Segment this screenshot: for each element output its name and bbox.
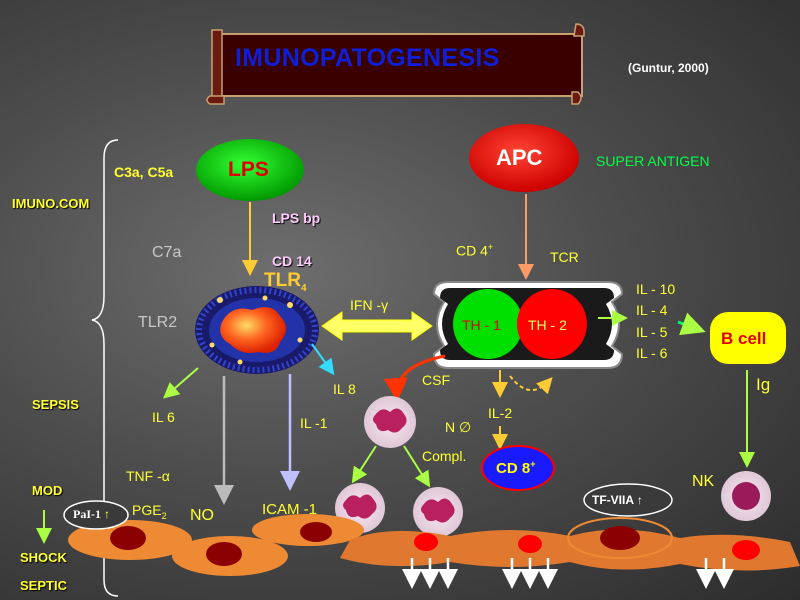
complement-c3a-c5a-label: C3a, C5a — [114, 164, 174, 180]
ig-label: Ig — [756, 375, 771, 394]
pai-oval — [63, 500, 129, 530]
mod-label: MOD — [32, 483, 63, 498]
pge2-text: PGE — [132, 502, 162, 518]
arrow-macrophage-to-il6 — [162, 367, 199, 399]
pge2-subscript: 2 — [161, 510, 167, 521]
th2-node — [517, 289, 587, 359]
ifn-double-arrow — [321, 311, 433, 341]
cd8-node — [481, 445, 555, 491]
cd4-label: CD 4+ — [456, 243, 493, 258]
tlr4-label: TLR4 — [264, 271, 307, 294]
tcr-label: TCR — [550, 249, 579, 265]
tlr2-label: TLR2 — [138, 314, 178, 331]
cd8-text: CD 8 — [496, 460, 531, 477]
page-title: IMUNOPATOGENESIS — [235, 44, 500, 72]
title-banner-scroll — [206, 23, 585, 105]
cd4-text: CD 4 — [456, 242, 488, 259]
curved-arrow-th-feedback — [509, 375, 553, 395]
il6-label: IL 6 — [152, 409, 175, 425]
macrophage-cell — [195, 286, 319, 374]
csf-label: CSF — [422, 372, 450, 388]
lps-bp-label: LPS bp — [272, 210, 321, 226]
il2-label: IL-2 — [488, 405, 513, 421]
citation: (Guntur, 2000) — [628, 61, 709, 75]
apc-label: APC — [496, 145, 543, 170]
c7a-label: C7a — [152, 244, 182, 261]
cd4-superscript: + — [487, 242, 494, 252]
pge2-label: PGE2 — [132, 503, 167, 521]
bcell-node — [710, 312, 786, 364]
th1-node — [453, 289, 523, 359]
compl-label: Compl. — [422, 448, 467, 464]
curved-arrow-csf — [383, 354, 446, 402]
il6-right-label: IL - 6 — [636, 345, 668, 361]
sepsis-brace — [91, 139, 119, 597]
shock-label: SHOCK — [20, 550, 67, 565]
lps-node — [196, 139, 304, 201]
pai1-arrow: ↑ — [104, 507, 110, 521]
il10-label: IL - 10 — [636, 281, 676, 297]
down-arrows-group — [402, 558, 734, 589]
nk-label: NK — [692, 473, 715, 490]
tnf-alpha-label: TNF -α — [126, 468, 170, 484]
septic-label: SEPTIC — [20, 578, 67, 593]
tf-viia-label: TF-VIIA ↑ — [592, 493, 643, 507]
apc-node — [469, 124, 579, 192]
pai1-text: PaI-1 — [73, 507, 101, 521]
il4-label: IL - 4 — [636, 302, 668, 318]
pai1-label: PaI-1 ↑ — [73, 508, 110, 520]
icam-label: ICAM -1 — [262, 501, 318, 518]
bcell-label: B cell — [721, 329, 767, 348]
il1-label: IL -1 — [300, 415, 328, 431]
il5-label: IL - 5 — [636, 324, 668, 340]
arrow-interleukins-to-bcell — [677, 312, 706, 336]
tf-oval — [583, 483, 673, 517]
arrow-neutrophil-to-left — [351, 445, 377, 484]
ifn-gamma-label: IFN -γ — [350, 297, 389, 313]
endothelium-layer — [68, 514, 800, 576]
th1-label: TH - 1 — [462, 317, 501, 333]
lps-label: LPS — [228, 158, 269, 181]
tlr4-text: TLR — [264, 270, 301, 291]
n-null-label: N ∅ — [445, 419, 472, 435]
imuno-label: IMUNO.COM — [12, 196, 90, 211]
th2-label: TH - 2 — [528, 317, 567, 333]
cd8-label: CD 8+ — [496, 459, 536, 477]
cd8-superscript: + — [530, 459, 536, 469]
nk-cell — [721, 471, 771, 521]
arrow-neutrophil-to-right — [403, 445, 431, 488]
tlr4-subscript: 4 — [300, 282, 307, 294]
arrow-macrophage-to-il8 — [311, 343, 335, 376]
no-label: NO — [190, 507, 214, 524]
cd14-label: CD 14 — [272, 253, 312, 269]
sepsis-label: SEPSIS — [32, 397, 79, 412]
neutrophil-cell-top — [364, 396, 416, 448]
neutrophil-cell-right — [413, 487, 463, 537]
super-antigen-label: SUPER ANTIGEN — [596, 153, 710, 169]
il8-label: IL 8 — [333, 381, 356, 397]
